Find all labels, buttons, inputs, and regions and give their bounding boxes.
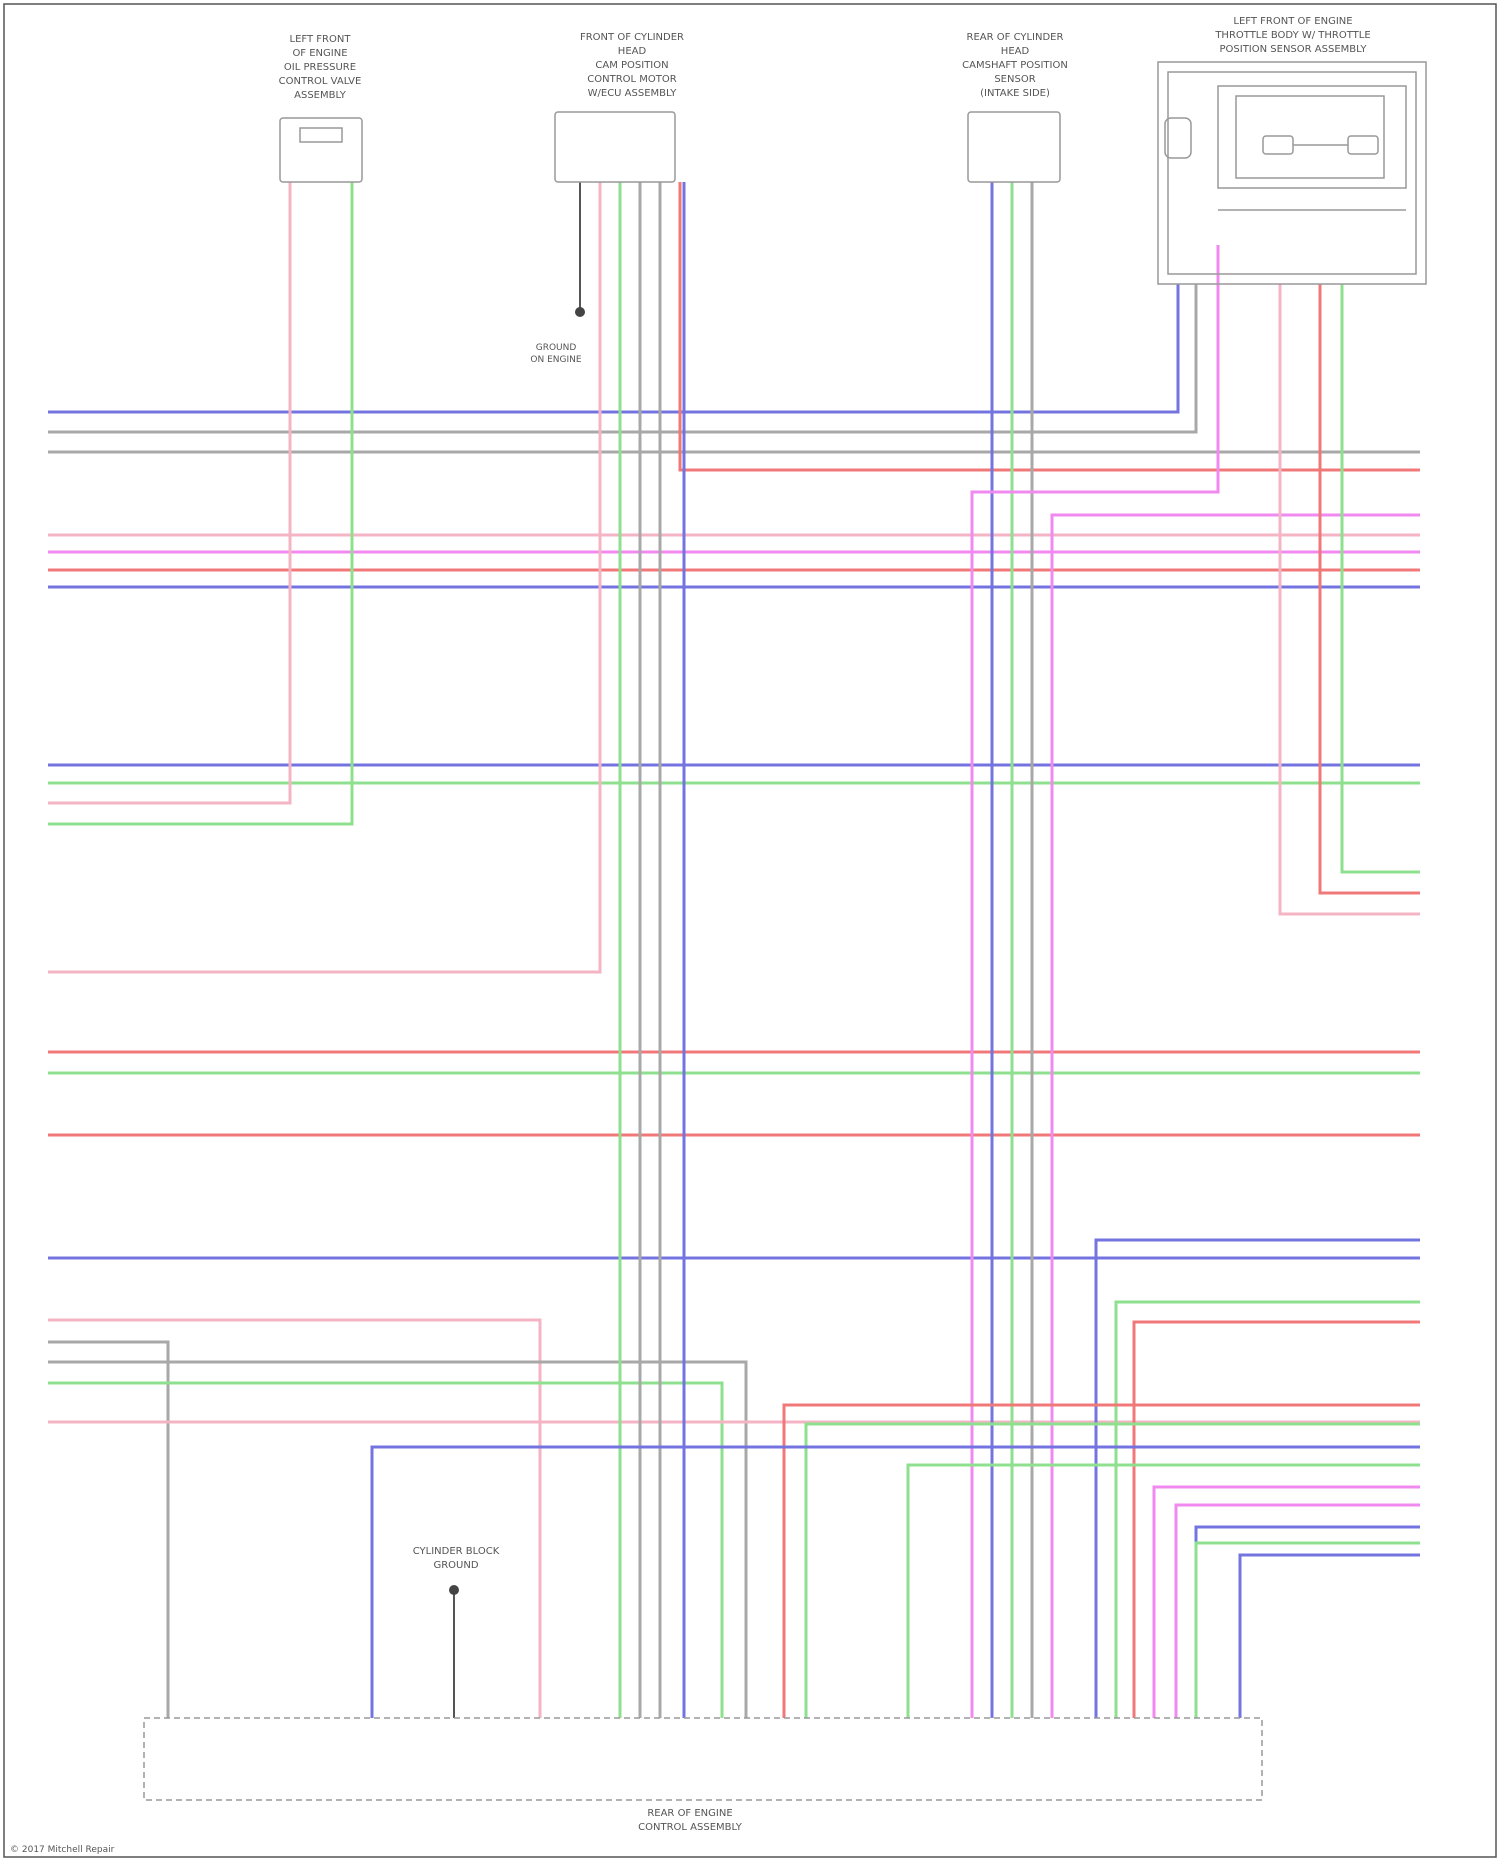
front-sensor-caption-3: CAM POSITION xyxy=(595,60,668,71)
wires xyxy=(48,182,1420,1718)
ground-point-2 xyxy=(449,1585,459,1595)
front-sensor-caption-4: CONTROL MOTOR xyxy=(587,74,676,85)
page-frame xyxy=(4,4,1496,1857)
wire-red-4 xyxy=(680,182,1420,470)
rear-sensor-caption-2: HEAD xyxy=(1001,46,1030,57)
engine-control-module: REAR OF ENGINE CONTROL ASSEMBLY xyxy=(144,1718,1262,1833)
wire-green-39 xyxy=(806,1424,1420,1718)
throttle-caption-2: THROTTLE BODY W/ THROTTLE xyxy=(1214,30,1370,41)
throttle-caption-1: LEFT FRONT OF ENGINE xyxy=(1233,16,1352,27)
wire-green-45 xyxy=(1196,1543,1420,1718)
front-sensor-caption-2: HEAD xyxy=(618,46,647,57)
throttle-body-assembly: LEFT FRONT OF ENGINE THROTTLE BODY W/ TH… xyxy=(1158,16,1426,284)
wire-magenta-42 xyxy=(1154,1487,1420,1718)
oil-valve-caption-2: OF ENGINE xyxy=(292,48,347,59)
wire-gray-2 xyxy=(48,284,1196,432)
cylinder-block-ground: CYLINDER BLOCK GROUND xyxy=(413,1546,500,1571)
copyright-credit: © 2017 Mitchell Repair xyxy=(10,1845,115,1855)
front-sensor-caption-5: W/ECU ASSEMBLY xyxy=(588,88,678,99)
wire-pink-11 xyxy=(48,182,290,803)
throttle-caption-3: POSITION SENSOR ASSEMBLY xyxy=(1220,44,1368,55)
front-cylinder-head-sensor: FRONT OF CYLINDER HEAD CAM POSITION CONT… xyxy=(555,32,684,182)
ground-caption-1: GROUND xyxy=(536,343,577,353)
rear-cylinder-head-sensor: REAR OF CYLINDER HEAD CAMSHAFT POSITION … xyxy=(962,32,1068,182)
wire-blue-35 xyxy=(1096,1240,1420,1718)
oil-valve-caption-1: LEFT FRONT xyxy=(290,34,352,45)
wire-magenta-31 xyxy=(1052,515,1420,1718)
rear-sensor-caption-3: CAMSHAFT POSITION xyxy=(962,60,1068,71)
ground-point-1 xyxy=(575,307,585,317)
oil-valve-caption-5: ASSEMBLY xyxy=(294,90,347,101)
rear-sensor-caption-1: REAR OF CYLINDER xyxy=(967,32,1064,43)
wire-pink-18 xyxy=(48,1320,540,1718)
oil-control-valve: LEFT FRONT OF ENGINE OIL PRESSURE CONTRO… xyxy=(279,34,362,182)
ecm-caption-2: CONTROL ASSEMBLY xyxy=(638,1822,743,1833)
front-sensor-caption-1: FRONT OF CYLINDER xyxy=(580,32,684,43)
ground-caption-2: ON ENGINE xyxy=(530,355,581,365)
cylinder-block-caption-2: GROUND xyxy=(433,1560,478,1571)
ecm-caption-1: REAR OF ENGINE xyxy=(647,1808,732,1819)
wire-red-38 xyxy=(784,1405,1420,1718)
wire-gray-19 xyxy=(48,1342,168,1718)
wire-green-12 xyxy=(48,182,352,824)
wire-blue-46 xyxy=(1240,1555,1420,1718)
wire-magenta-43 xyxy=(1176,1505,1420,1718)
ground-on-engine: GROUND ON ENGINE xyxy=(530,343,581,365)
rear-sensor-caption-4: SENSOR xyxy=(994,74,1035,85)
wire-pink-32 xyxy=(1280,284,1420,914)
oil-valve-caption-4: CONTROL VALVE xyxy=(279,76,362,87)
cylinder-block-caption-1: CYLINDER BLOCK xyxy=(413,1546,500,1557)
rear-sensor-caption-5: (INTAKE SIDE) xyxy=(980,88,1050,99)
oil-valve-caption-3: OIL PRESSURE xyxy=(284,62,356,73)
wire-green-36 xyxy=(1116,1302,1420,1718)
wire-green-41 xyxy=(908,1465,1420,1718)
wire-blue-1 xyxy=(48,284,1178,412)
wire-pink-13 xyxy=(48,182,600,972)
